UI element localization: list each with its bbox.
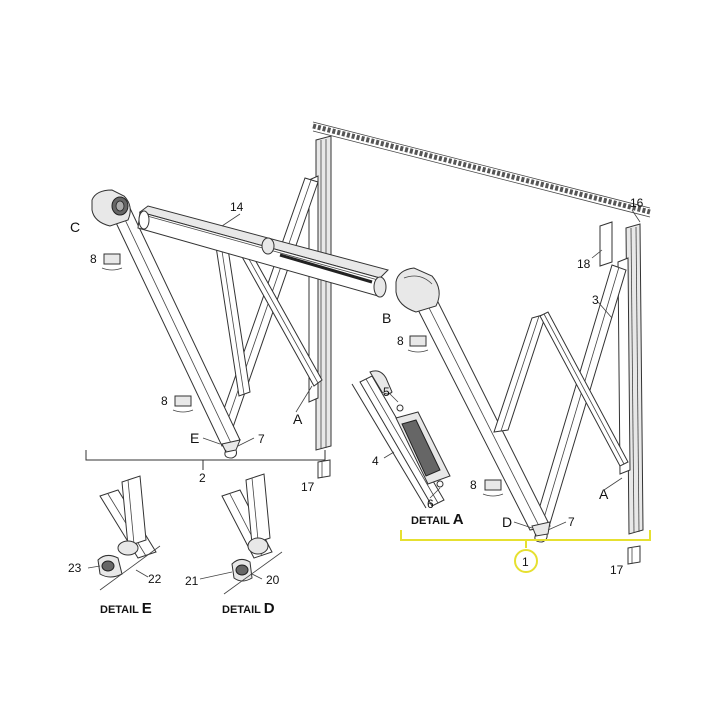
bracket-17-left [317,459,331,479]
bolt-icon-8c [172,395,194,413]
bracket-17-right [627,545,641,565]
callout-2: 2 [199,471,206,485]
assembly-2-bracket [85,450,326,470]
callout-letter-b: B [382,310,391,326]
callout-22: 22 [148,572,162,586]
callout-16: 16 [630,196,644,210]
callout-letter-a1: A [293,411,303,427]
right-arm-assembly [395,221,644,543]
callout-20: 20 [266,573,280,587]
callout-7a: 7 [258,432,265,446]
callout-6: 6 [427,497,434,511]
callout-3: 3 [592,293,599,307]
callout-18: 18 [577,257,591,271]
head-b [395,267,440,313]
callout-23: 23 [68,561,82,575]
callout-8b: 8 [397,334,404,348]
callout-14: 14 [230,200,244,214]
foot-e [221,439,241,459]
detail-a-label: DETAIL A [411,511,464,528]
detail-e-drawing [97,475,161,591]
detail-a-inset [351,370,451,509]
highlight-circle [514,549,538,573]
right-wall-rail [617,223,644,535]
callout-17a: 17 [301,480,315,494]
callout-1: 1 [522,555,529,569]
callout-21: 21 [185,574,199,588]
callout-letter-c: C [70,219,80,235]
left-wall-rail [308,135,332,451]
bolt-icon-8a [101,253,123,271]
detail-d-label: DETAIL D [222,600,275,617]
head-c [91,189,131,227]
assembly-1-bracket [400,530,651,573]
callout-4: 4 [372,454,379,468]
callout-letter-e: E [190,430,199,446]
callout-5: 5 [383,385,390,399]
detail-e-label: DETAIL E [100,600,152,617]
leader-lines [87,209,641,580]
hardware-8-icons [101,253,504,497]
callout-letter-a2: A [599,486,609,502]
bolt-icon-8b [407,335,429,353]
callout-8c: 8 [161,394,168,408]
callout-8d: 8 [470,478,477,492]
callout-7b: 7 [568,515,575,529]
roller-tube [137,205,389,298]
left-arm-assembly [91,135,332,459]
callout-17b: 17 [610,563,624,577]
awning-rail [312,121,651,218]
foot-d [531,521,551,543]
detail-d-drawing [221,473,283,595]
bolt-icon-8d [482,479,504,497]
callout-8a: 8 [90,252,97,266]
callout-letter-d: D [502,514,512,530]
part-18-plate [599,221,613,267]
